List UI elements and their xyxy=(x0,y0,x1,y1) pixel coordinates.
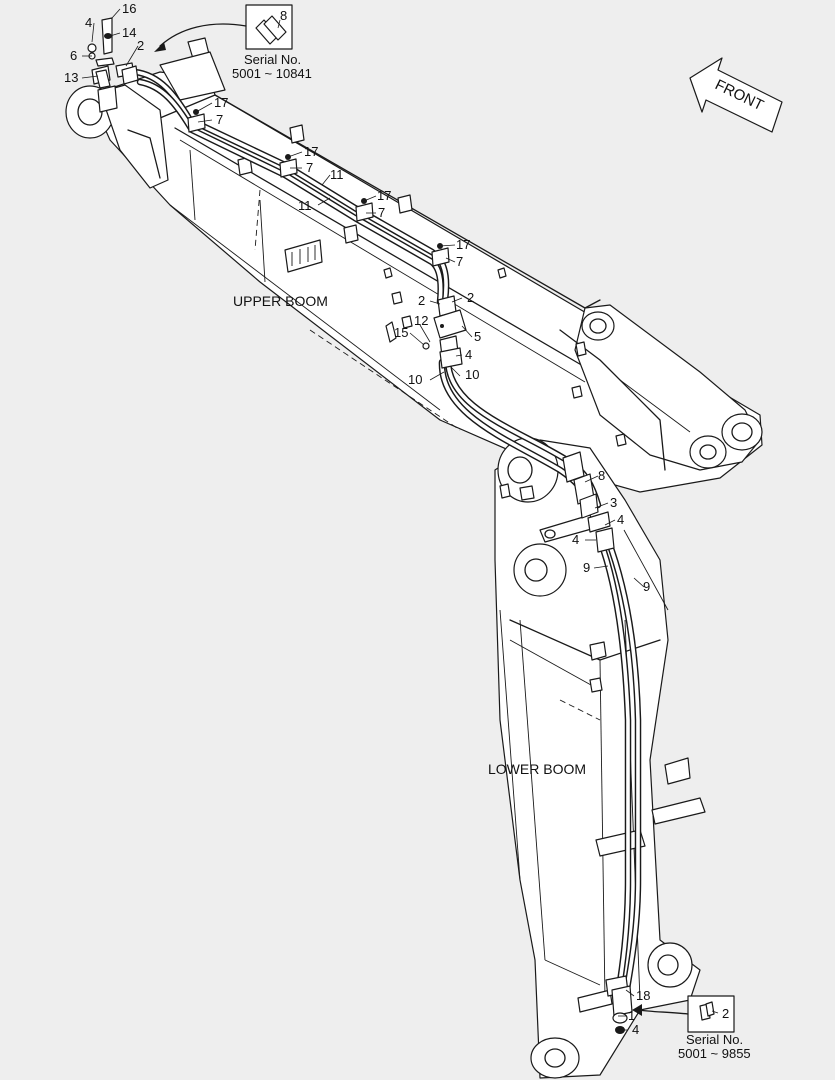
upper-boom-label: UPPER BOOM xyxy=(233,293,328,309)
text-labels: UPPER BOOM LOWER BOOM 8 Serial No. 5001 … xyxy=(64,1,751,1061)
callout-12: 12 xyxy=(414,313,428,328)
callout-1: 1 xyxy=(628,1008,635,1023)
bottom-serial-inset xyxy=(632,995,735,1033)
inset-arrow-line-bottom xyxy=(637,1009,689,1015)
inset-arrow-head xyxy=(154,42,166,52)
callout-17: 17 xyxy=(304,144,318,159)
inset-top-serial-label: Serial No. xyxy=(244,52,301,67)
inset-top-part: 8 xyxy=(280,8,287,23)
inset-bottom-serial-range: 5001 ~ 9855 xyxy=(678,1046,751,1061)
upper-boom xyxy=(65,37,763,493)
callout-17: 17 xyxy=(377,188,391,203)
callout-11: 11 xyxy=(298,198,312,213)
inset-arrow-head-bottom xyxy=(632,1004,642,1016)
callout-5: 5 xyxy=(474,329,481,344)
callout-3: 3 xyxy=(610,495,617,510)
callout-8: 8 xyxy=(598,468,605,483)
front-direction-arrow: FRONT xyxy=(689,57,783,133)
callout-11: 11 xyxy=(330,167,344,182)
callout-14: 14 xyxy=(122,25,136,40)
callout-10: 10 xyxy=(408,372,422,387)
callout-7: 7 xyxy=(216,112,223,127)
callout-4: 4 xyxy=(465,347,472,362)
top-serial-inset xyxy=(154,4,293,52)
callout-16: 16 xyxy=(122,1,136,16)
callout-2: 2 xyxy=(418,293,425,308)
callout-4: 4 xyxy=(617,512,624,527)
fittings xyxy=(87,17,633,1034)
inset-fitting-icon xyxy=(255,15,287,45)
inset-bottom-serial-label: Serial No. xyxy=(686,1032,743,1047)
callout-4: 4 xyxy=(85,15,92,30)
lower-boom-label: LOWER BOOM xyxy=(488,761,586,777)
callout-10: 10 xyxy=(465,367,479,382)
callout-2: 2 xyxy=(137,38,144,53)
callout-7: 7 xyxy=(378,205,385,220)
callout-2: 2 xyxy=(467,290,474,305)
callout-9: 9 xyxy=(583,560,590,575)
callout-4: 4 xyxy=(572,532,579,547)
callout-6: 6 xyxy=(70,48,77,63)
callout-7: 7 xyxy=(306,160,313,175)
inset-fitting-icon-bottom xyxy=(699,1001,715,1021)
callout-15: 15 xyxy=(394,325,408,340)
callout-18: 18 xyxy=(636,988,650,1003)
lower-boom xyxy=(494,437,706,1079)
inset-arrow-line xyxy=(159,23,247,47)
callout-17: 17 xyxy=(214,95,228,110)
inset-top-serial-range: 5001 ~ 10841 xyxy=(232,66,312,81)
inset-bottom-part: 2 xyxy=(722,1006,729,1021)
callout-13: 13 xyxy=(64,70,78,85)
callout-17: 17 xyxy=(456,237,470,252)
leader-lines xyxy=(81,8,645,1031)
callout-7: 7 xyxy=(456,254,463,269)
callout-4: 4 xyxy=(632,1022,639,1037)
callout-9: 9 xyxy=(643,579,650,594)
